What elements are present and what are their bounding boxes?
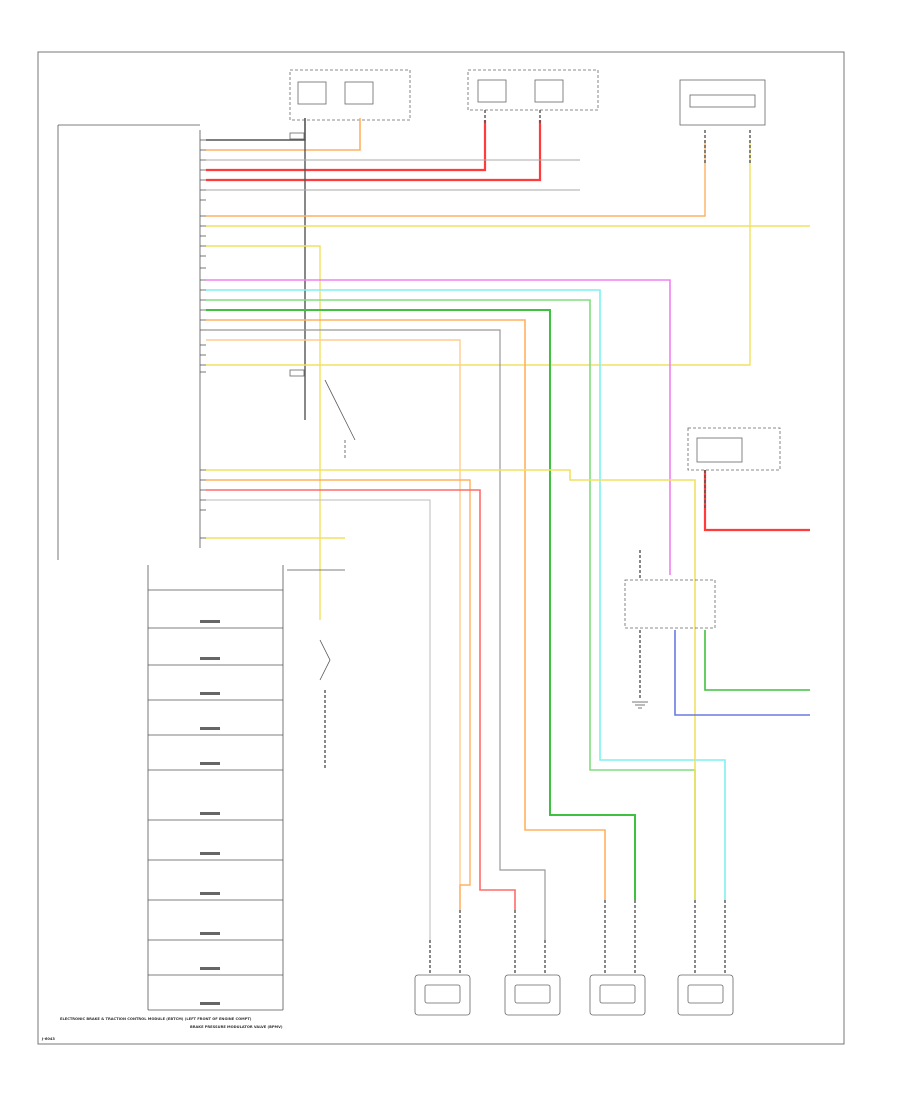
wire-orange-lower — [206, 479, 471, 910]
wire-lightgreen — [206, 299, 696, 900]
wire-yellow-lower — [206, 469, 696, 900]
center-switch-column — [287, 379, 356, 770]
wire-yellow-right — [206, 140, 751, 366]
wire-cyan-1 — [206, 289, 726, 900]
bpmv-block — [147, 565, 284, 1011]
top-connector-stubs — [484, 110, 751, 510]
wire-red-right — [703, 470, 810, 532]
sensor-connector-stubs — [429, 900, 726, 975]
wire-blue-right — [674, 630, 810, 716]
top-fuse-box-right — [679, 79, 766, 126]
wire-magenta — [206, 279, 671, 575]
wheel-speed-sensor-right-front — [589, 974, 646, 1016]
wire-peach-down — [206, 339, 461, 910]
bpmv-label: BRAKE PRESSURE MODULATOR VALVE (BPMV) — [190, 1025, 283, 1029]
wire-gray-lower — [206, 499, 431, 940]
diagram-footer-code: J-6043 — [41, 1037, 55, 1041]
wire-red-1 — [206, 120, 487, 172]
wire-orange-right — [206, 140, 706, 217]
wire-green — [206, 309, 636, 900]
wire-pink-lower — [206, 489, 516, 910]
ebtcm-pin-ticks — [200, 139, 206, 539]
wire-green-right — [704, 630, 810, 691]
ebtcm-label: ELECTRONIC BRAKE & TRACTION CONTROL MODU… — [60, 1017, 252, 1021]
wire-orange-down — [206, 319, 606, 900]
diagram-frame — [37, 51, 845, 1045]
right-fuse-box — [687, 427, 781, 471]
wire-gray-down — [206, 329, 546, 940]
top-fuse-box-left — [289, 69, 411, 121]
wheel-speed-sensor-left-front — [677, 974, 734, 1016]
wheel-speed-sensor-right-rear — [414, 974, 471, 1016]
wire-orange-top — [206, 118, 361, 151]
lamp-driver-module — [624, 579, 716, 629]
ground-symbol-right — [632, 701, 648, 709]
wheel-speed-sensor-left-rear — [504, 974, 561, 1016]
wire-red-2 — [206, 120, 542, 182]
bpmv-solenoid-marks — [200, 620, 220, 1005]
wire-yellow-down — [206, 245, 321, 620]
top-fuse-box-middle — [467, 69, 599, 111]
